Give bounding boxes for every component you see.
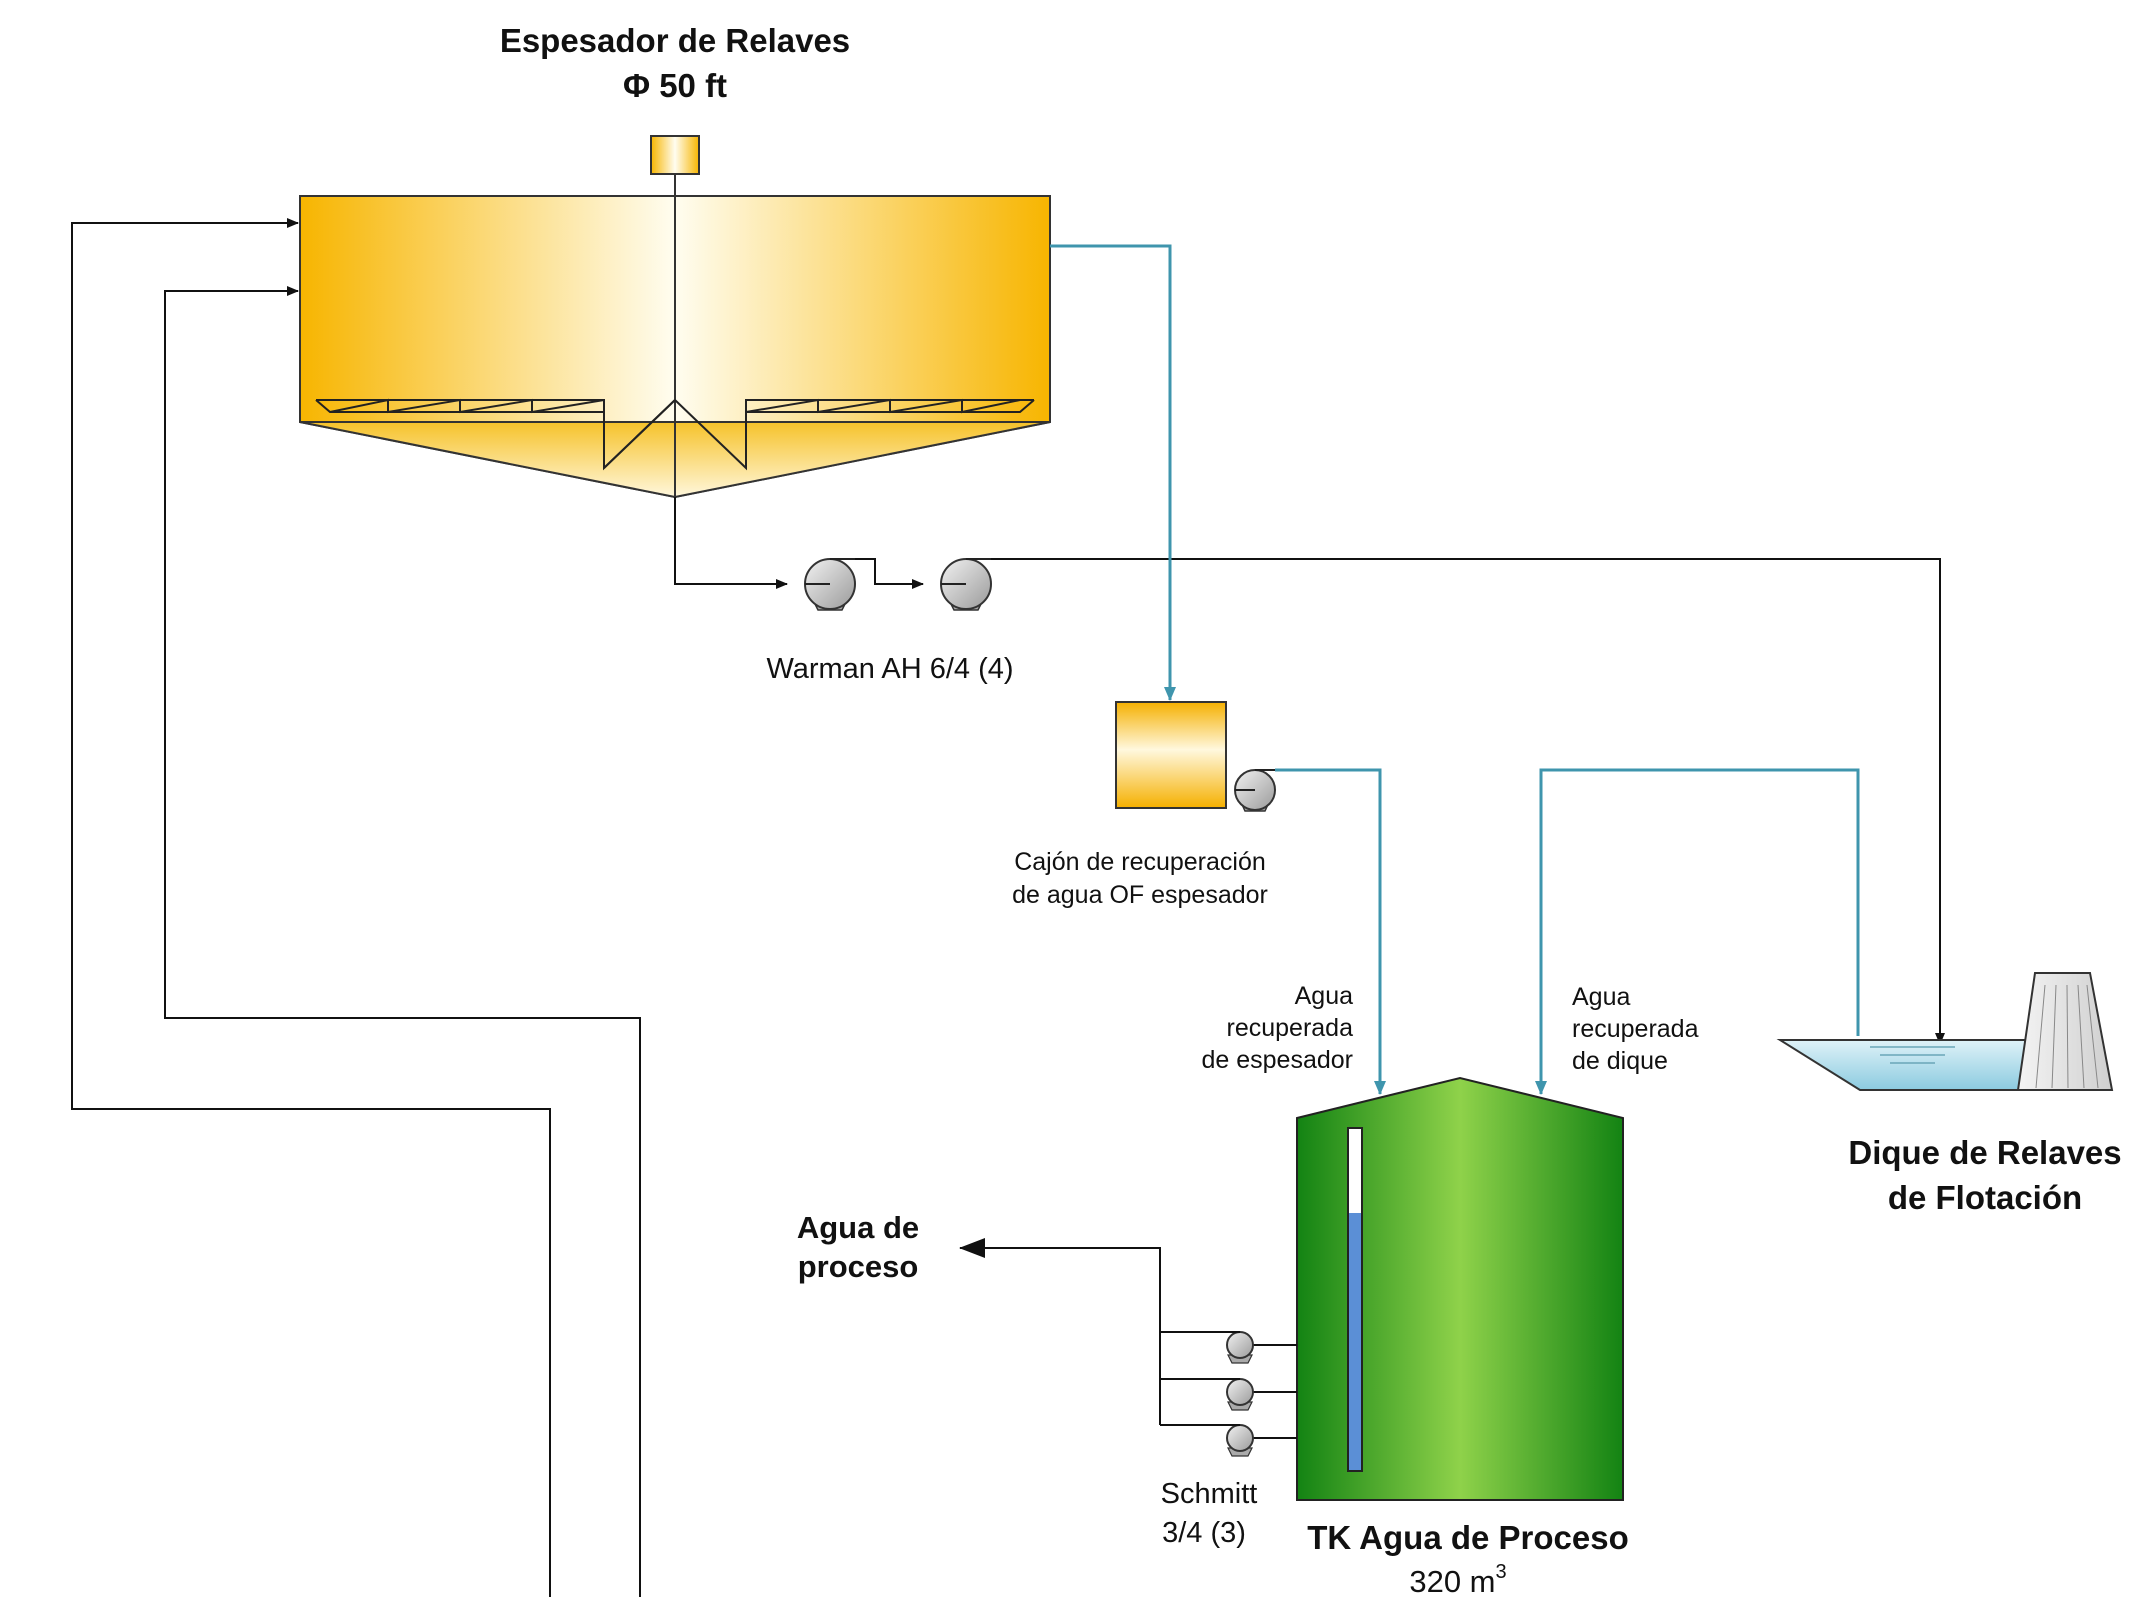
thickener: Espesador de Relaves Φ 50 ft [299, 22, 1051, 499]
pump-icon [1160, 1378, 1297, 1411]
process-tank-title: TK Agua de Proceso [1307, 1519, 1629, 1556]
pump-icon [940, 558, 992, 611]
stream-thickener-water-2: recuperada [1227, 1014, 1354, 1042]
stream-dam-water-1: Agua [1572, 983, 1630, 1011]
pump-icon [1160, 1424, 1297, 1457]
pump-icon [1160, 1331, 1297, 1364]
underflow-line [674, 497, 788, 589]
process-water-tank: TK Agua de Proceso 320 m3 [1296, 1076, 1629, 1597]
stream-dam-water-3: de dique [1572, 1047, 1668, 1075]
level-gauge-fill [1349, 1213, 1361, 1470]
dam-wall-texture [2035, 984, 2099, 1089]
overflow-water-line [1050, 244, 1176, 701]
recovered-thickener-water-line [1275, 768, 1386, 1095]
tailings-dam-label-2: de Flotación [1888, 1179, 2082, 1216]
process-tank-capacity-exponent: 3 [1496, 1561, 1507, 1583]
dam-wall [2016, 972, 2114, 1091]
process-water-out-label-1: Agua de [797, 1210, 919, 1245]
recovery-box-tank [1115, 701, 1227, 809]
process-water-out-line [959, 1238, 1161, 1425]
underflow-pumps-label: Warman AH 6/4 (4) [766, 653, 1013, 685]
tailings-dam-label-1: Dique de Relaves [1848, 1134, 2121, 1171]
process-pumps-label-2: 3/4 (3) [1162, 1517, 1246, 1549]
rake-arm-right [674, 398, 1035, 471]
stream-thickener-water-1: Agua [1295, 982, 1353, 1010]
thickener-size: Φ 50 ft [623, 67, 727, 104]
underflow-pumps: Warman AH 6/4 (4) [674, 497, 1014, 685]
process-tank-capacity: 320 m3 [1409, 1561, 1506, 1597]
feed-line-1 [71, 218, 551, 1597]
feed-lines [71, 218, 641, 1597]
process-tank-body [1296, 1076, 1624, 1501]
recovery-box-label-2: de agua OF espesador [1012, 881, 1268, 909]
process-pumps-label-1: Schmitt [1161, 1478, 1258, 1510]
water-surface-icon [1870, 1046, 1955, 1064]
recovered-dam-water-line [1535, 768, 1860, 1095]
tailings-discharge-line [991, 558, 1945, 1045]
pump-icon [804, 558, 856, 611]
recovery-box-label-1: Cajón de recuperación [1014, 848, 1266, 876]
tailings-dam: Dique de Relaves de Flotación [1776, 972, 2122, 1216]
process-tank-capacity-value: 320 m [1409, 1564, 1495, 1597]
pump-series-line [855, 558, 924, 589]
thickener-title: Espesador de Relaves [500, 22, 850, 59]
stream-dam-water-2: recuperada [1572, 1015, 1699, 1043]
recovery-box: Cajón de recuperación de agua OF espesad… [1012, 701, 1276, 909]
process-pumps: Schmitt 3/4 (3) [959, 1238, 1297, 1549]
process-water-out-label-2: proceso [798, 1249, 919, 1284]
thickener-drive [650, 135, 700, 175]
stream-thickener-water-3: de espesador [1201, 1046, 1353, 1074]
pump-icon [1234, 769, 1276, 812]
rake-arm-left [315, 398, 676, 471]
feed-line-2 [164, 286, 641, 1597]
